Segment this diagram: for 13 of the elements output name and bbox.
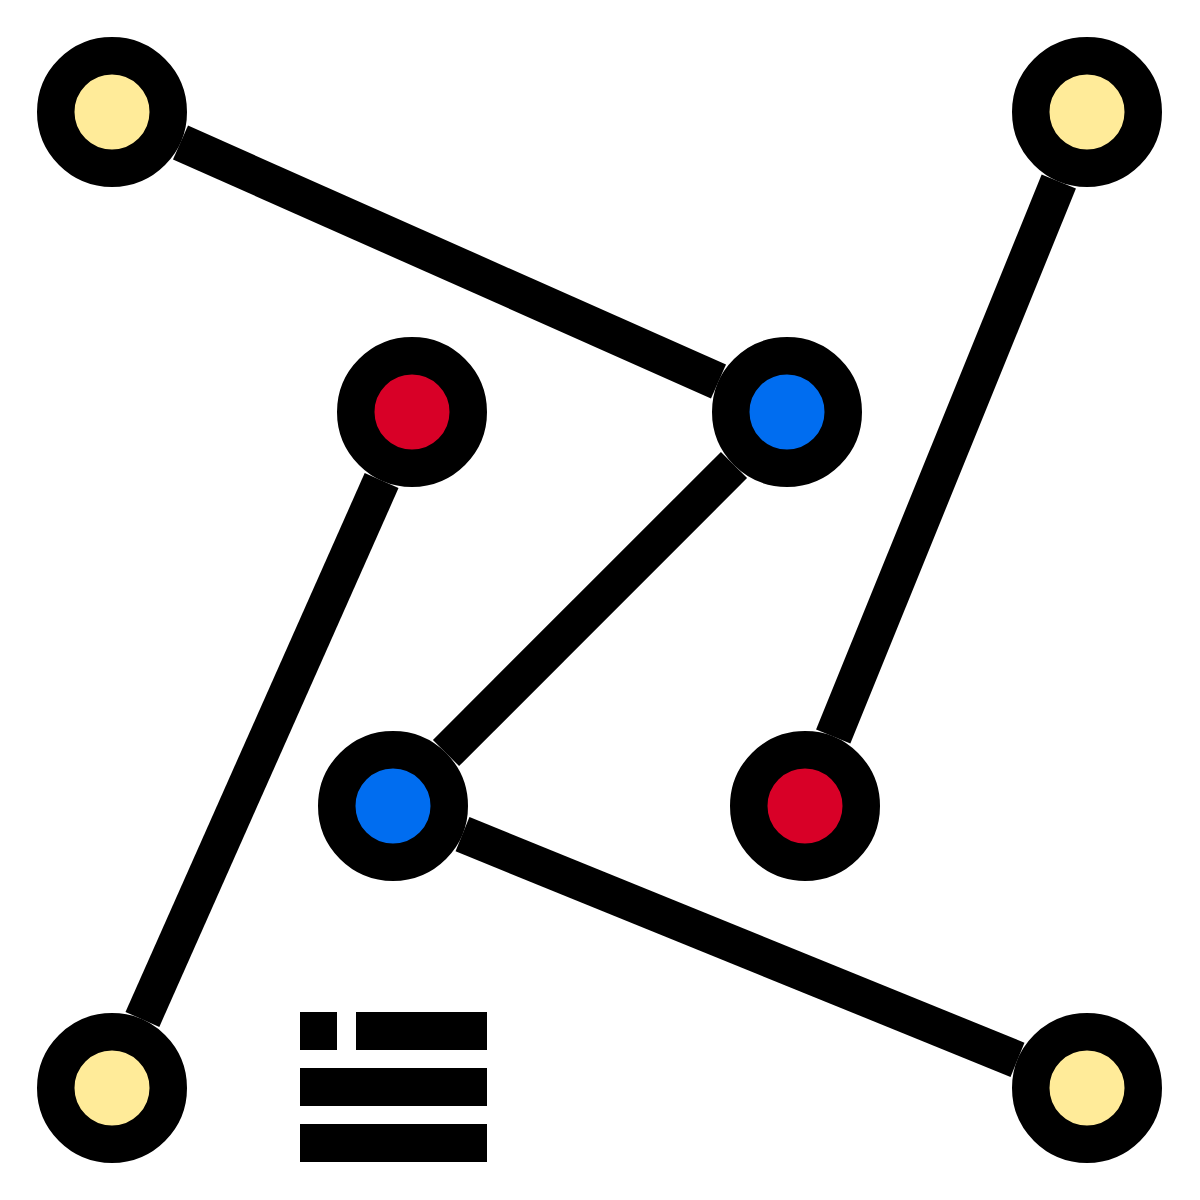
ring-node: [1012, 1013, 1162, 1163]
connector-line: [455, 817, 1025, 1077]
ring-node: [318, 731, 468, 881]
ring-node: [37, 37, 187, 187]
ring-node: [37, 1013, 187, 1163]
ring-node: [730, 731, 880, 881]
ring-node: [1012, 37, 1162, 187]
connector-line: [125, 473, 399, 1027]
connector-line: [816, 174, 1076, 744]
connector-line: [172, 125, 727, 399]
connector-line: [432, 451, 748, 767]
ring-node: [337, 337, 487, 487]
ring-node: [712, 337, 862, 487]
